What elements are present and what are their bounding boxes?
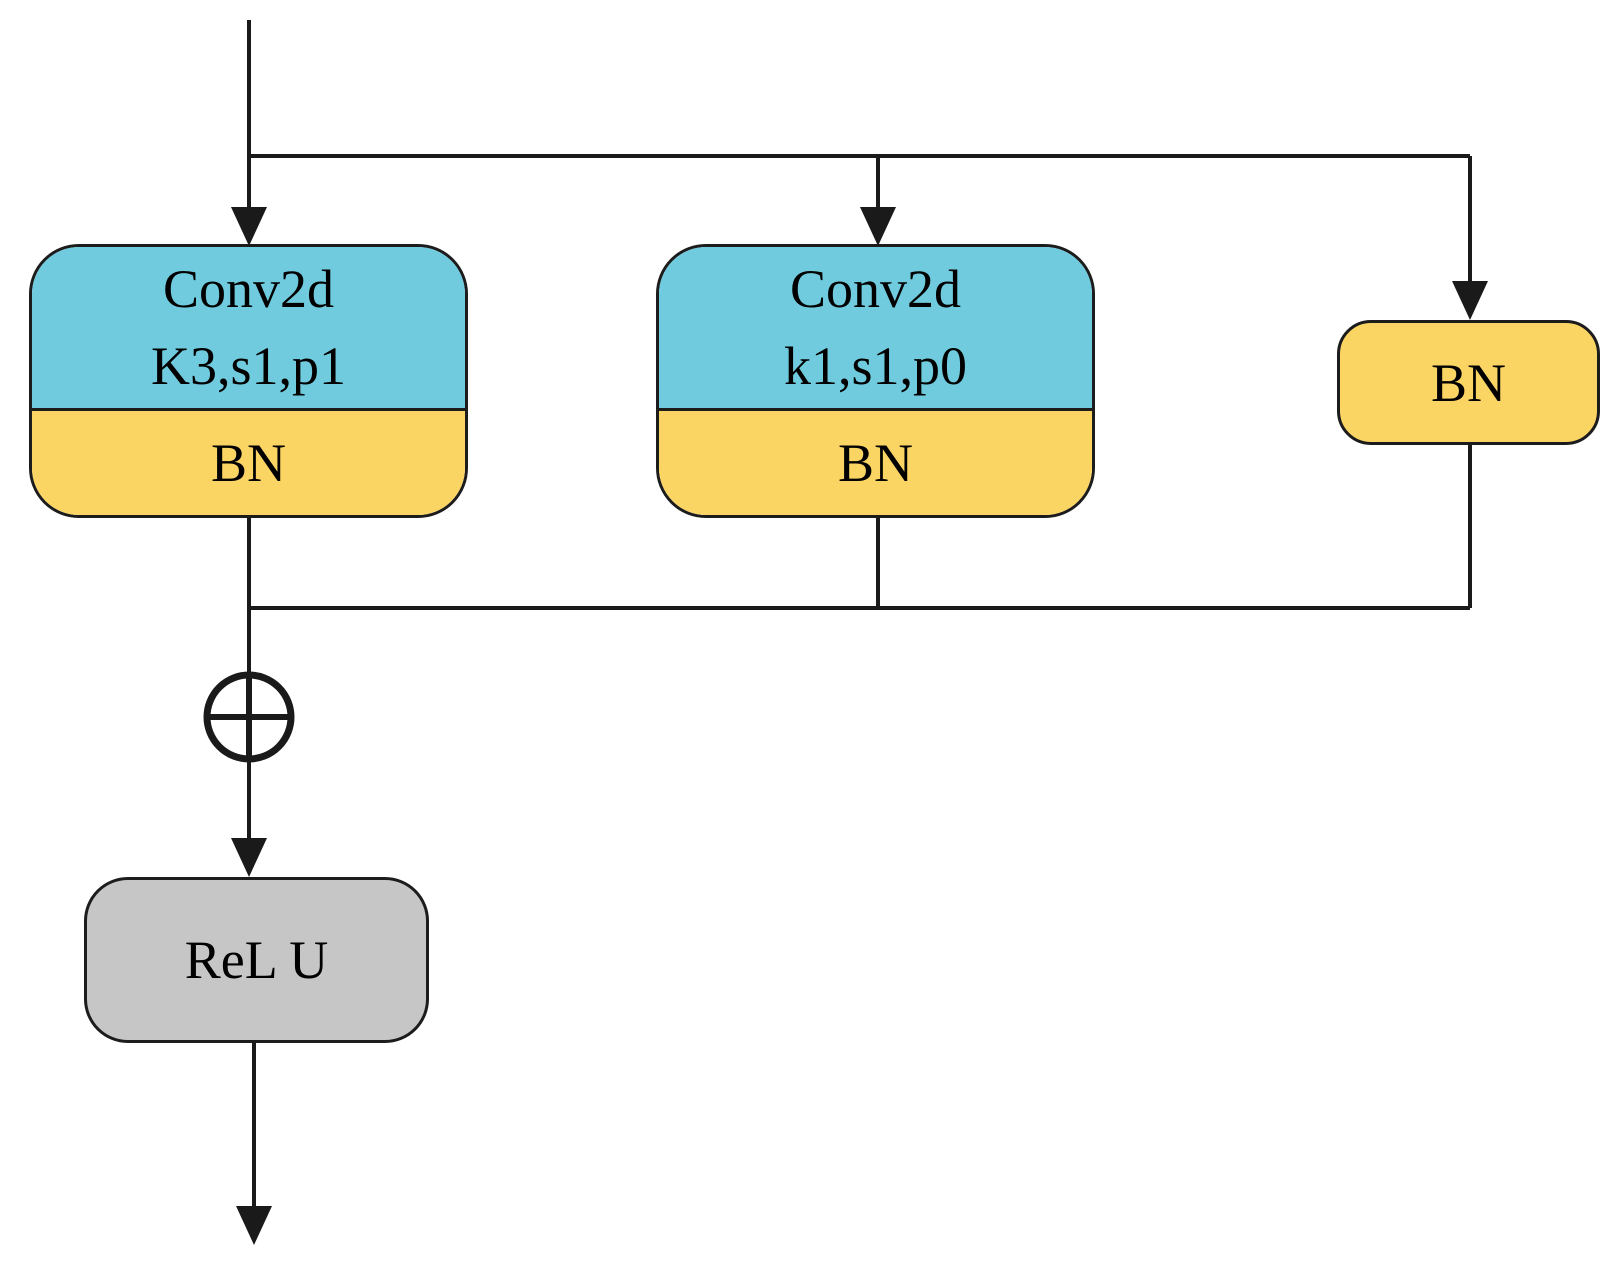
relu-input-arrow-icon <box>231 838 267 877</box>
conv1x1-bn-label: BN <box>659 411 1092 515</box>
conv1x1-params: k1,s1,p0 <box>783 335 967 396</box>
conv1x1-block: Conv2d k1,s1,p0 BN <box>656 244 1095 518</box>
conv1x1-conv-section: Conv2d k1,s1,p0 <box>659 247 1092 412</box>
conv3x3-params: K3,s1,p1 <box>150 335 346 396</box>
conv1x1-title: Conv2d <box>789 258 962 319</box>
relu-block: ReL U <box>84 877 429 1043</box>
conv3x3-conv-section: Conv2d K3,s1,p1 <box>32 247 465 412</box>
input-arrow-icon <box>231 207 267 246</box>
identity-bn-block: BN <box>1337 320 1600 445</box>
conv3x3-title: Conv2d <box>162 258 335 319</box>
output-arrow-icon <box>236 1206 272 1245</box>
conv3x3-block: Conv2d K3,s1,p1 BN <box>29 244 468 518</box>
identity-arrow-icon <box>1452 281 1488 320</box>
conv1x1-arrow-icon <box>860 207 896 246</box>
conv3x3-bn-label: BN <box>32 411 465 515</box>
